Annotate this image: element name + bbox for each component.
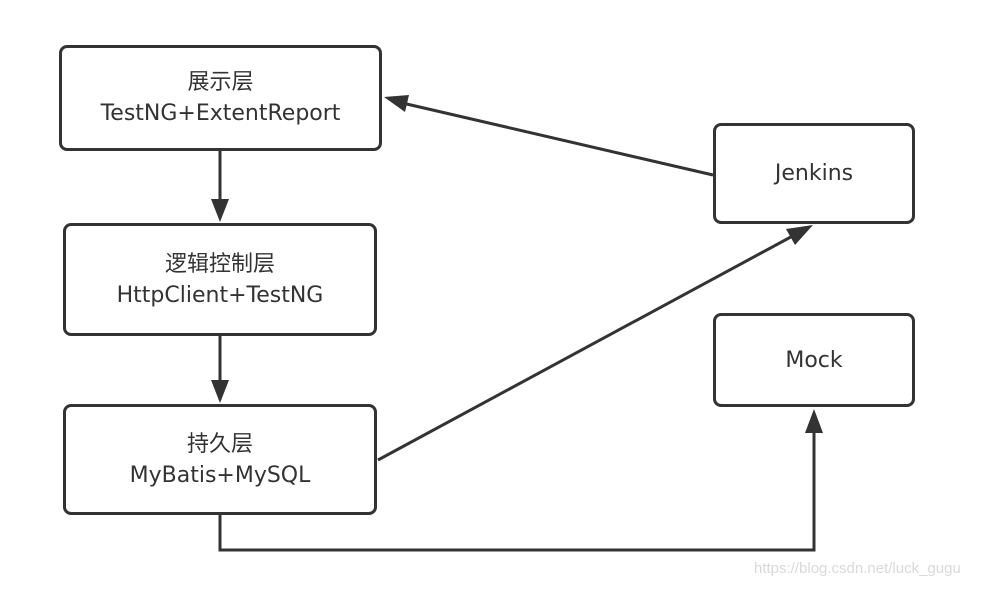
node-subtitle: TestNG+ExtentReport <box>100 101 341 126</box>
node-jenkins: Jenkins <box>713 123 915 224</box>
arrowhead-logic-to-persistence <box>211 380 229 403</box>
node-title: 持久层 <box>186 431 253 457</box>
arrowhead-persistence-to-jenkins <box>786 225 813 245</box>
edge-persistence-to-jenkins <box>377 230 801 462</box>
node-title: Mock <box>785 347 843 373</box>
watermark: https://blog.csdn.net/luck_gugu <box>754 560 961 577</box>
node-subtitle: MyBatis+MySQL <box>129 462 311 488</box>
edge-persistence-to-mock <box>218 425 816 552</box>
node-title: 展示层 <box>187 70 254 95</box>
arrowhead-jenkins-to-presentation <box>384 95 409 112</box>
node-persistence-layer: 持久层 MyBatis+MySQL <box>63 404 377 515</box>
edge-jenkins-to-presentation <box>397 100 714 177</box>
node-title: Jenkins <box>774 161 854 186</box>
node-presentation-layer: 展示层 TestNG+ExtentReport <box>59 45 382 151</box>
arrowhead-persistence-to-mock <box>805 409 823 433</box>
node-logic-layer: 逻辑控制层 HttpClient+TestNG <box>63 223 377 336</box>
arrowhead-presentation-to-logic <box>211 199 229 222</box>
node-subtitle: HttpClient+TestNG <box>116 282 324 308</box>
node-mock: Mock <box>713 313 915 407</box>
node-title: 逻辑控制层 <box>164 251 275 277</box>
